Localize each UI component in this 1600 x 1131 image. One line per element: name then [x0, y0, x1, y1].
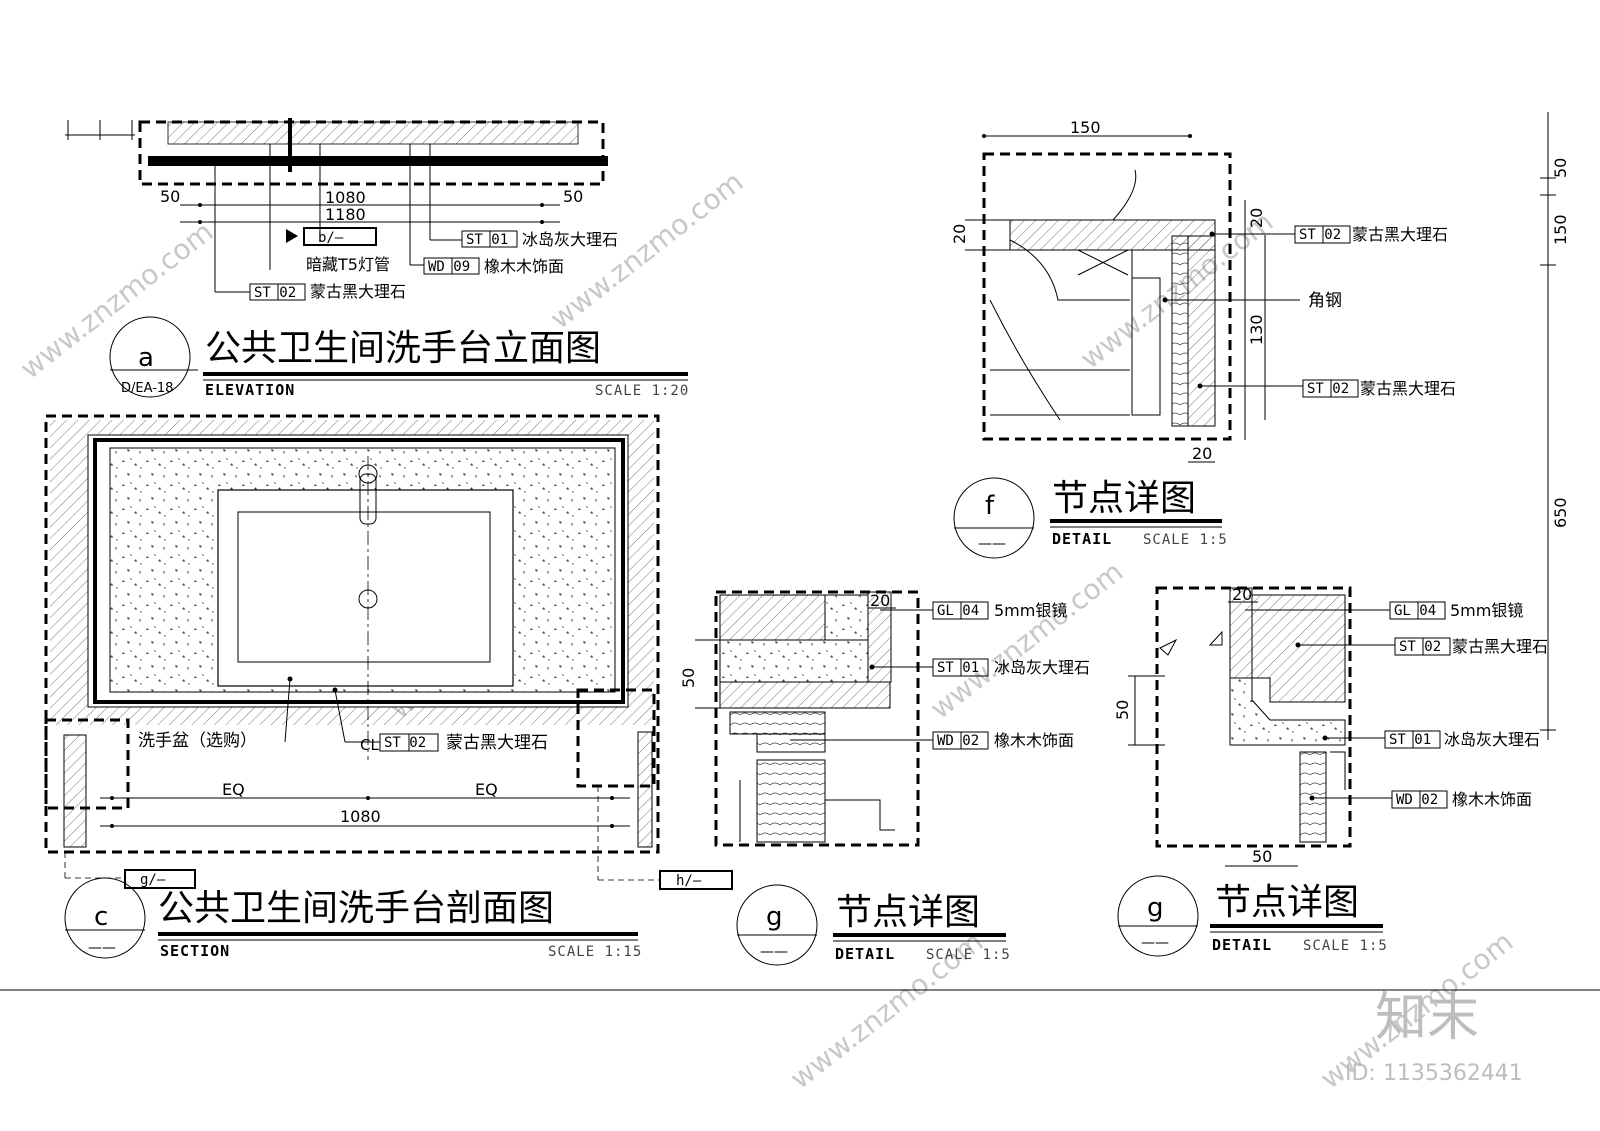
detail-g1-st01-tag: ST 01 [937, 660, 979, 676]
section-basin-label: 洗手盆（选购） [138, 731, 257, 751]
callout-g: g/— [140, 872, 166, 888]
section-st02-tag: ST 02 [384, 735, 426, 751]
section-st02-text: 蒙古黑大理石 [446, 733, 548, 753]
detail-f-drawing: 150 20 20 130 20 ST 02 蒙古黑大理石 角钢 ST [950, 118, 1456, 559]
callout-b: b/— [318, 230, 344, 246]
detail-f-ref-circle [953, 477, 1035, 559]
detail-f-circle-ref: —— [978, 536, 1006, 552]
detail-g1-dim-left: 50 [679, 668, 698, 688]
section-subtitle: SECTION [160, 942, 230, 960]
detail-g2-wd02-text: 橡木木饰面 [1452, 790, 1532, 809]
section-circle-letter: c [94, 902, 108, 932]
detail-f-circle-letter: f [985, 491, 995, 521]
section-eq-left: EQ [222, 780, 245, 799]
watermark-brand: 知末 [1375, 988, 1479, 1048]
elev-dim-right: 50 [563, 187, 583, 206]
elev-st01-tag: ST 01 [466, 232, 508, 248]
detail-g2-circle-ref: —— [1141, 935, 1169, 951]
detail-g2-st01-text: 冰岛灰大理石 [1444, 730, 1540, 749]
detail-g2-wd02-tag: WD 02 [1396, 792, 1438, 808]
detail-g1-gl04-text: 5mm银镜 [994, 601, 1067, 620]
detail-g2-dim-left: 50 [1113, 700, 1132, 720]
detail-g1-ref-circle [736, 884, 818, 966]
elev-scale: SCALE 1:20 [595, 383, 689, 399]
detail-f-st02a-text: 蒙古黑大理石 [1352, 225, 1448, 244]
elev-st02-text: 蒙古黑大理石 [310, 282, 406, 301]
elev-subtitle: ELEVATION [205, 381, 295, 399]
section-cl-mark: CL [360, 736, 379, 754]
elev-wd09-text: 橡木木饰面 [484, 257, 564, 276]
detail-g2-title: 节点详图 [1215, 882, 1359, 923]
detail-f-scale: SCALE 1:5 [1143, 532, 1228, 548]
section-width-dim: 1080 [340, 807, 381, 826]
elev-light-label: 暗藏T5灯管 [306, 255, 390, 274]
callout-h: h/— [676, 873, 702, 889]
detail-f-dim-right-mid: 130 [1247, 314, 1266, 345]
detail-g1-subtitle: DETAIL [835, 945, 895, 963]
detail-f-st02b-text: 蒙古黑大理石 [1360, 379, 1456, 398]
elev-dim-total: 1180 [325, 205, 366, 224]
elev-wd09-tag: WD 09 [428, 259, 470, 275]
elev-dim-left: 50 [160, 187, 180, 206]
elev-circle-letter: a [138, 343, 154, 373]
detail-g2-dim-bottom: 50 [1252, 847, 1272, 866]
detail-g1-wd02-text: 橡木木饰面 [994, 731, 1074, 750]
section-circle-ref: —— [88, 940, 116, 956]
edge-dim-2: 150 [1551, 214, 1570, 245]
elev-ref-circle [109, 316, 191, 398]
detail-f-subtitle: DETAIL [1052, 530, 1112, 548]
detail-g1-circle-letter: g [766, 902, 783, 932]
detail-g1-st01-text: 冰岛灰大理石 [994, 658, 1090, 677]
right-edge-dims: 50 150 650 [1540, 112, 1570, 740]
detail-g2-subtitle: DETAIL [1212, 936, 1272, 954]
elev-circle-ref: D/EA-18 [121, 381, 173, 396]
detail-g2-ref-circle [1117, 875, 1199, 957]
detail-f-angle-label: 角钢 [1308, 291, 1342, 311]
watermark-text: www.znzmo.com [924, 555, 1129, 726]
detail-f-dim-right-top: 20 [1247, 208, 1266, 228]
elevation-drawing: 50 1080 50 1180 b/— ST 01 冰岛灰大理石 暗藏T5灯管 … [65, 118, 689, 399]
edge-dim-1: 50 [1551, 158, 1570, 178]
detail-g1-drawing: 20 50 GL 04 5mm银镜 ST 01 冰岛灰大理石 WD 02 橡木木… [679, 590, 1090, 966]
detail-f-dim-left: 20 [950, 224, 969, 244]
detail-g2-st02-text: 蒙古黑大理石 [1452, 637, 1548, 656]
section-title: 公共卫生间洗手台剖面图 [158, 888, 554, 929]
elev-st02-tag: ST 02 [254, 285, 296, 301]
detail-f-title: 节点详图 [1052, 478, 1196, 519]
section-scale: SCALE 1:15 [548, 944, 642, 960]
detail-g1-title: 节点详图 [836, 892, 980, 933]
detail-g2-scale: SCALE 1:5 [1303, 938, 1388, 954]
detail-g1-scale: SCALE 1:5 [926, 947, 1011, 963]
detail-f-st02a-tag: ST 02 [1299, 227, 1341, 243]
detail-g1-circle-ref: —— [760, 944, 788, 960]
detail-f-dim-bottom: 20 [1192, 444, 1212, 463]
detail-g1-wd02-tag: WD 02 [937, 733, 979, 749]
section-ref-circle [64, 877, 146, 959]
detail-g2-circle-letter: g [1147, 893, 1164, 923]
detail-g2-gl04-tag: GL 04 [1394, 603, 1436, 619]
detail-g1-gl04-tag: GL 04 [937, 603, 979, 619]
detail-g2-st01-tag: ST 01 [1389, 732, 1431, 748]
detail-f-dim-top: 150 [1070, 118, 1101, 137]
section-eq-right: EQ [475, 780, 498, 799]
detail-f-st02b-tag: ST 02 [1307, 381, 1349, 397]
watermark-id: ID: 1135362441 [1345, 1061, 1523, 1086]
detail-g2-st02-tag: ST 02 [1399, 639, 1441, 655]
section-drawing: 洗手盆（选购） CL ST 02 蒙古黑大理石 EQ EQ 1080 g/— h… [44, 414, 733, 960]
edge-dim-3: 650 [1551, 497, 1570, 528]
elev-dim-mid: 1080 [325, 188, 366, 207]
elev-title: 公共卫生间洗手台立面图 [205, 328, 601, 369]
watermark-text: www.znzmo.com [14, 215, 219, 386]
elev-st01-text: 冰岛灰大理石 [522, 230, 618, 249]
detail-g2-gl04-text: 5mm银镜 [1450, 601, 1523, 620]
detail-g2-drawing: 20 50 50 GL 04 5mm银镜 ST 02 蒙古黑大理石 ST 01 … [1113, 585, 1548, 957]
